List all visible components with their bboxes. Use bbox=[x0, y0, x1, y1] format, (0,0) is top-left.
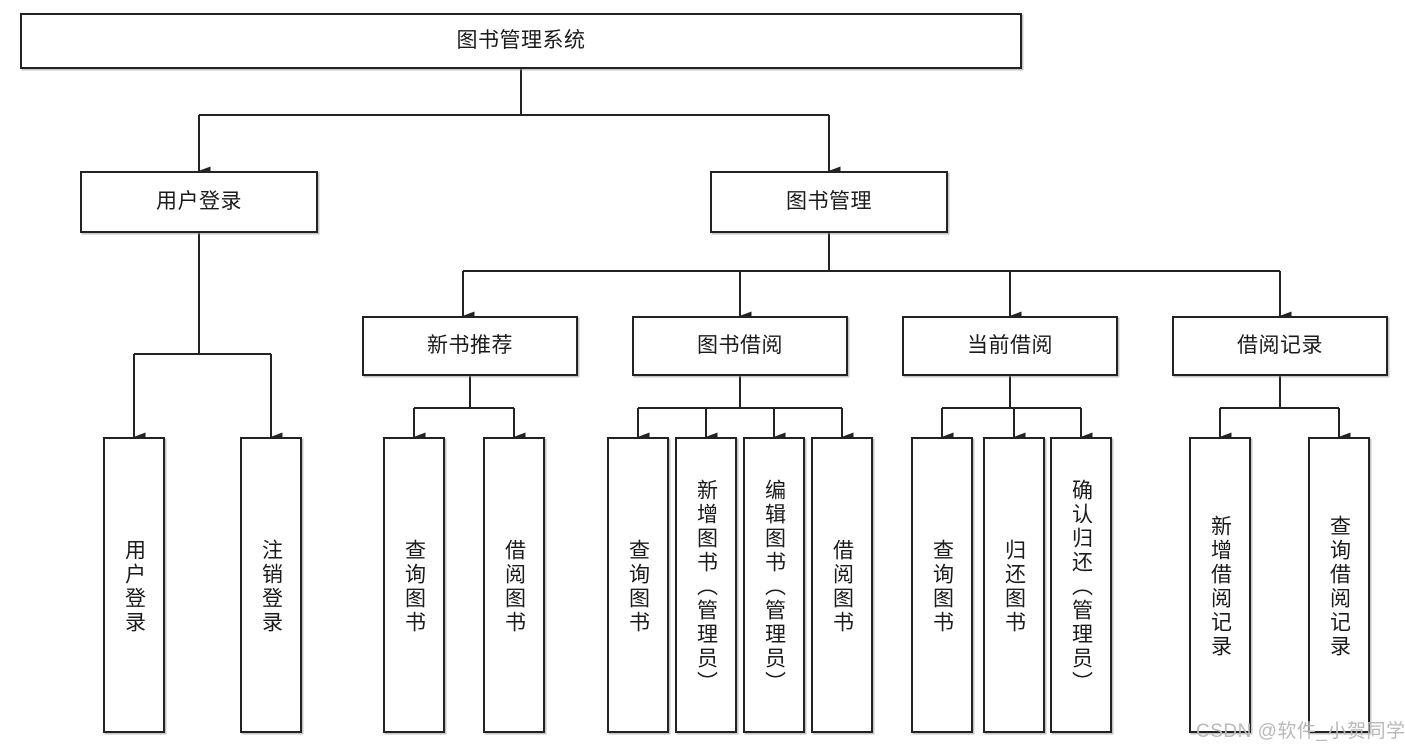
node-root[interactable]: 图书管理系统 bbox=[20, 13, 1022, 69]
leaf-user-login-label: 用户登录 bbox=[122, 539, 146, 635]
leaf-borrow-book-2[interactable]: 借阅图书 bbox=[811, 437, 873, 733]
node-book-borrow[interactable]: 图书借阅 bbox=[632, 316, 848, 376]
leaf-edit-book-admin-label: 编辑图书（管理员） bbox=[762, 479, 786, 695]
leaf-logout-login[interactable]: 注销登录 bbox=[240, 437, 302, 733]
leaf-query-book-3-label: 查询图书 bbox=[930, 539, 954, 635]
node-borrow-record[interactable]: 借阅记录 bbox=[1172, 316, 1388, 376]
node-book-manage-label: 图书管理 bbox=[786, 190, 872, 214]
leaf-logout-login-label: 注销登录 bbox=[259, 539, 283, 635]
node-book-borrow-label: 图书借阅 bbox=[697, 334, 783, 358]
leaf-confirm-return-label: 确认归还（管理员） bbox=[1069, 479, 1093, 695]
leaf-query-book-1-label: 查询图书 bbox=[402, 539, 426, 635]
leaf-confirm-return[interactable]: 确认归还（管理员） bbox=[1050, 437, 1112, 733]
node-book-manage[interactable]: 图书管理 bbox=[710, 171, 948, 233]
leaf-return-book-label: 归还图书 bbox=[1002, 539, 1026, 635]
leaf-borrow-book-1[interactable]: 借阅图书 bbox=[483, 437, 545, 733]
node-user-login[interactable]: 用户登录 bbox=[80, 171, 318, 233]
node-root-label: 图书管理系统 bbox=[456, 29, 586, 53]
leaf-query-book-1[interactable]: 查询图书 bbox=[383, 437, 445, 733]
leaf-query-borrow-record-label: 查询借阅记录 bbox=[1327, 515, 1351, 659]
watermark-text: CSDN @软件_小贺同学 bbox=[1196, 721, 1405, 742]
leaf-add-book-admin[interactable]: 新增图书（管理员） bbox=[675, 437, 737, 733]
node-new-book-recommend[interactable]: 新书推荐 bbox=[362, 316, 578, 376]
leaf-borrow-book-2-label: 借阅图书 bbox=[830, 539, 854, 635]
leaf-edit-book-admin[interactable]: 编辑图书（管理员） bbox=[743, 437, 805, 733]
leaf-add-book-admin-label: 新增图书（管理员） bbox=[694, 479, 718, 695]
leaf-query-book-2[interactable]: 查询图书 bbox=[607, 437, 669, 733]
leaf-add-borrow-record-label: 新增借阅记录 bbox=[1208, 515, 1232, 659]
leaf-borrow-book-1-label: 借阅图书 bbox=[502, 539, 526, 635]
node-borrow-record-label: 借阅记录 bbox=[1237, 334, 1323, 358]
leaf-user-login[interactable]: 用户登录 bbox=[103, 437, 165, 733]
node-user-login-label: 用户登录 bbox=[156, 190, 242, 214]
leaf-query-borrow-record[interactable]: 查询借阅记录 bbox=[1308, 437, 1370, 733]
node-current-borrow[interactable]: 当前借阅 bbox=[902, 316, 1118, 376]
node-current-borrow-label: 当前借阅 bbox=[967, 334, 1053, 358]
leaf-query-book-3[interactable]: 查询图书 bbox=[911, 437, 973, 733]
leaf-add-borrow-record[interactable]: 新增借阅记录 bbox=[1189, 437, 1251, 733]
node-new-book-recommend-label: 新书推荐 bbox=[427, 334, 513, 358]
leaf-query-book-2-label: 查询图书 bbox=[626, 539, 650, 635]
leaf-return-book[interactable]: 归还图书 bbox=[983, 437, 1045, 733]
